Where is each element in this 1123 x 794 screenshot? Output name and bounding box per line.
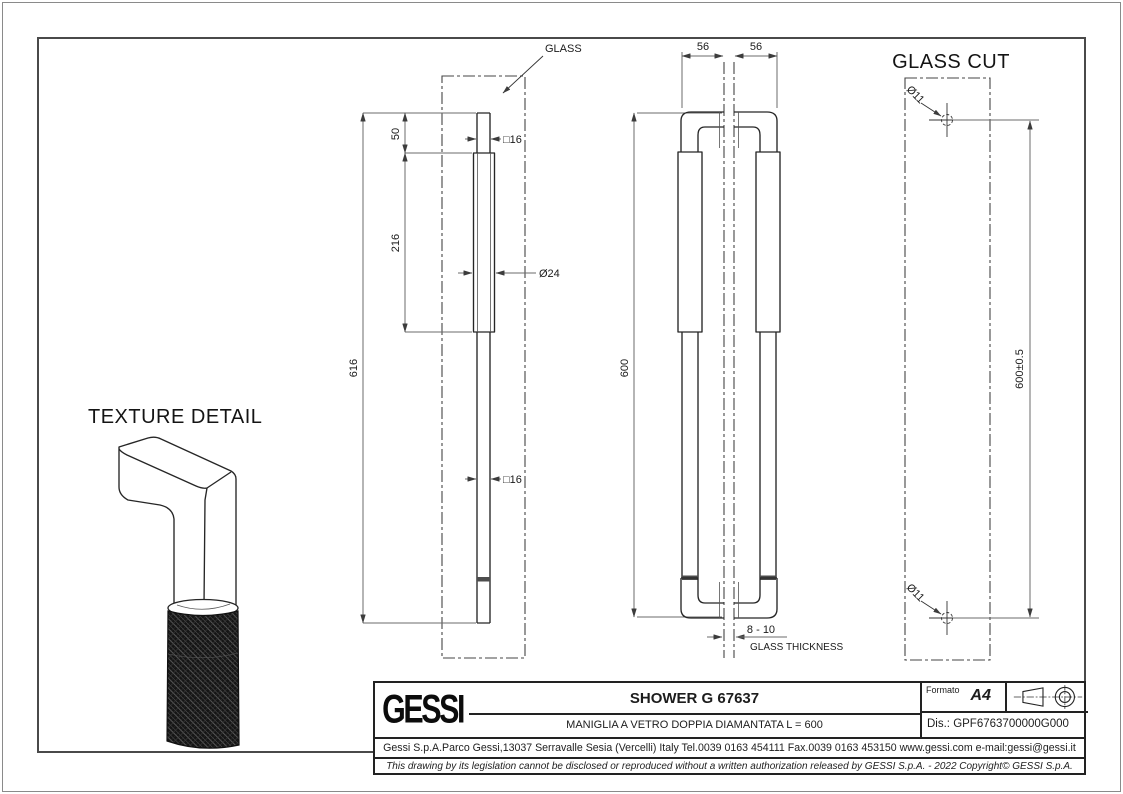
product-title: SHOWER G 67637 [629, 689, 760, 707]
texture-detail-view: TEXTURE DETAIL [88, 406, 262, 749]
title-block: GESSI SHOWER G 67637 MANIGLIA A VETRO DO… [373, 681, 1088, 775]
handle-side-profile [472, 112, 496, 624]
glass-cut-outline [904, 77, 991, 661]
titleblock-divider-v1 [920, 683, 922, 737]
handle-front-left [677, 111, 724, 619]
format-label: Formato [926, 685, 960, 695]
glass-leader-arrow [502, 55, 544, 94]
dim-dia24: Ø24 [539, 268, 560, 280]
titleblock-divider-h-right [920, 711, 1088, 713]
glass-cut-view: GLASS CUT Ø11 Ø11 600±0.5 [892, 51, 1039, 661]
glass-cut-heading: GLASS CUT [892, 51, 1010, 73]
dim-216: 216 [390, 234, 402, 252]
dim-dia11-bottom: Ø11 [904, 582, 927, 605]
title-divider-line [469, 713, 920, 715]
company-address-line: Gessi S.p.A.Parco Gessi,13037 Serravalle… [375, 737, 1084, 757]
drawing-code: Dis.: GPF6763700000G000 [927, 718, 1069, 730]
dim-600: 600 [619, 359, 631, 377]
grip-joint-band [477, 577, 490, 582]
format-cell: Formato A4 [922, 683, 1005, 711]
dim-square16-top: □16 [503, 134, 522, 146]
dim-56-right: 56 [750, 41, 762, 53]
dim-50: 50 [390, 128, 402, 140]
legal-disclaimer-line: This drawing by its legislation cannot b… [375, 757, 1084, 773]
glass-thickness-label: GLASS THICKNESS [750, 642, 844, 653]
dim-square16-bottom: □16 [503, 474, 522, 486]
gessi-logo: GESSI [382, 687, 466, 732]
dim-dia11-top: Ø11 [904, 84, 927, 107]
handle-front-right [734, 111, 781, 619]
titleblock-divider-v2 [1005, 683, 1007, 711]
projection-cell [1007, 683, 1088, 711]
glass-phantom-outline [441, 75, 526, 659]
logo-cell: GESSI [377, 683, 469, 737]
product-subtitle: MANIGLIA A VETRO DOPPIA DIAMANTATA L = 6… [566, 719, 823, 731]
dim-glass-thickness: 8 - 10 [747, 624, 775, 636]
knurled-grip-3d [166, 610, 240, 749]
front-view: 56 56 600 8 - 10 GLASS THICKNESS [619, 41, 844, 658]
dim-56-left: 56 [697, 41, 709, 53]
glass-callout-label: GLASS [545, 43, 582, 55]
side-view: 616 50 216 □16 Ø24 □16 GLASS [348, 43, 582, 659]
handle-elbow-3d [118, 436, 237, 607]
dim-600-tolerance: 600±0.5 [1014, 349, 1026, 389]
format-value: A4 [970, 687, 991, 704]
dim-616: 616 [348, 359, 360, 377]
texture-detail-heading: TEXTURE DETAIL [88, 406, 262, 428]
glass-centerlines [723, 62, 735, 658]
first-angle-projection-icon [1013, 685, 1082, 709]
